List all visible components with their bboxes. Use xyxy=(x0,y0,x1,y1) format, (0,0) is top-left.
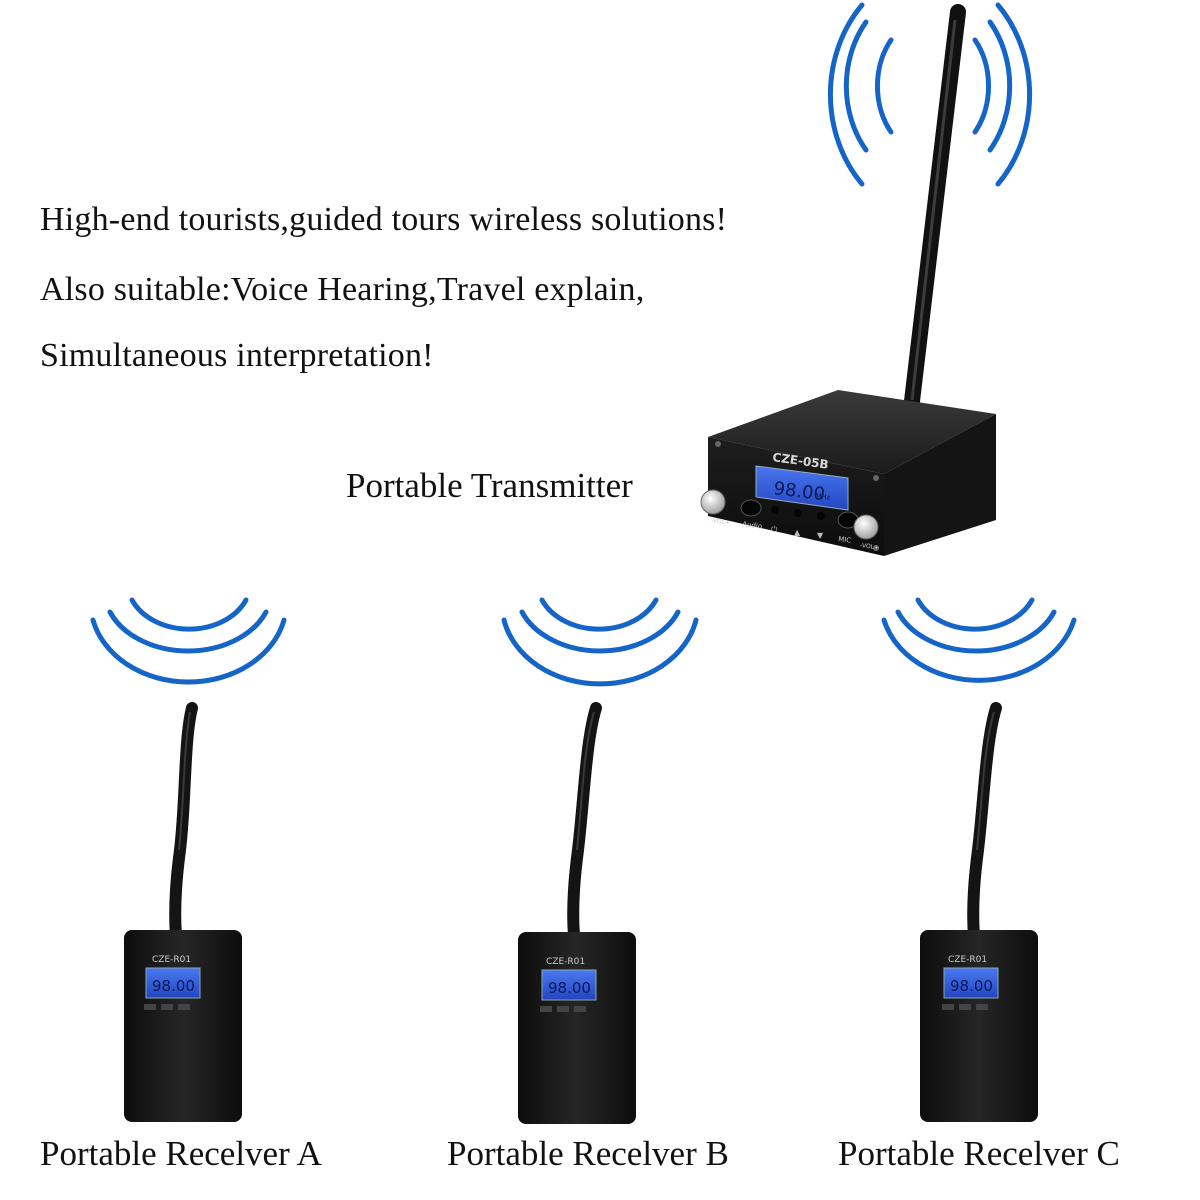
receiver-a: CZE-R01 98.00 xyxy=(124,702,242,1122)
headline-line-3: Simultaneous interpretation! xyxy=(40,337,434,374)
receiver-a-signal-wave-icon xyxy=(90,597,287,685)
receiver-b: CZE-R01 98.00 xyxy=(518,702,636,1124)
power-button[interactable] xyxy=(771,506,779,514)
receiver-a-frequency: 98.00 xyxy=(152,977,195,995)
left-volume-knob[interactable] xyxy=(700,489,726,515)
receiver-b-lcd xyxy=(541,969,597,1001)
receiver-a-label: Portable Recelver A xyxy=(40,1134,322,1173)
audio-port[interactable] xyxy=(740,499,762,517)
receiver-c-power-button[interactable] xyxy=(942,1004,954,1010)
receiver-b-label: Portable Recelver B xyxy=(447,1134,729,1173)
headline-line-1: High-end tourists,guided tours wireless … xyxy=(40,201,728,238)
receiver-a-down-button[interactable] xyxy=(178,1004,190,1010)
receiver-c-model: CZE-R01 xyxy=(948,955,987,965)
receiver-c: CZE-R01 98.00 xyxy=(920,702,1038,1122)
up-button[interactable] xyxy=(794,509,802,517)
transmitter-label: Portable Transmitter xyxy=(346,466,633,505)
receiver-b-power-button[interactable] xyxy=(540,1006,552,1012)
receiver-c-signal-wave-icon xyxy=(881,597,1077,683)
left-knob-label: -VOL+ xyxy=(711,517,731,527)
transmitter-signal-wave-icon xyxy=(827,2,1033,187)
receiver-b-up-button[interactable] xyxy=(557,1006,569,1012)
receiver-a-lcd xyxy=(145,967,201,999)
down-arrow-icon: ▼ xyxy=(817,531,824,540)
audio-port-label: Audio xyxy=(742,520,763,531)
up-arrow-icon: ▲ xyxy=(794,528,801,537)
receiver-a-power-button[interactable] xyxy=(144,1004,156,1010)
receiver-c-up-button[interactable] xyxy=(959,1004,971,1010)
right-volume-knob[interactable] xyxy=(853,514,879,540)
receiver-b-model: CZE-R01 xyxy=(546,957,585,967)
receiver-b-frequency: 98.00 xyxy=(548,979,591,997)
transmitter-box: CZE-05B 98.00 MHz -VOL+ Audio ⏻ ▲ ▼ MIC … xyxy=(700,390,996,556)
receiver-c-down-button[interactable] xyxy=(976,1004,988,1010)
transmitter-unit: MHz xyxy=(815,492,831,502)
right-knob-label: -VOL+ xyxy=(860,542,880,552)
receiver-a-up-button[interactable] xyxy=(161,1004,173,1010)
mic-port-label: MIC xyxy=(838,535,852,545)
receiver-b-down-button[interactable] xyxy=(574,1006,586,1012)
transmitter-lcd xyxy=(755,465,849,511)
receiver-c-label: Portable Recelver C xyxy=(838,1134,1120,1173)
receiver-c-lcd xyxy=(943,967,999,999)
transmitter-antenna xyxy=(902,4,966,426)
headline-line-2: Also suitable:Voice Hearing,Travel expla… xyxy=(40,271,645,308)
power-icon: ⏻ xyxy=(771,525,778,534)
down-button[interactable] xyxy=(817,512,825,520)
receiver-c-frequency: 98.00 xyxy=(950,977,993,995)
receiver-b-signal-wave-icon xyxy=(501,597,699,687)
receiver-a-model: CZE-R01 xyxy=(152,955,191,965)
